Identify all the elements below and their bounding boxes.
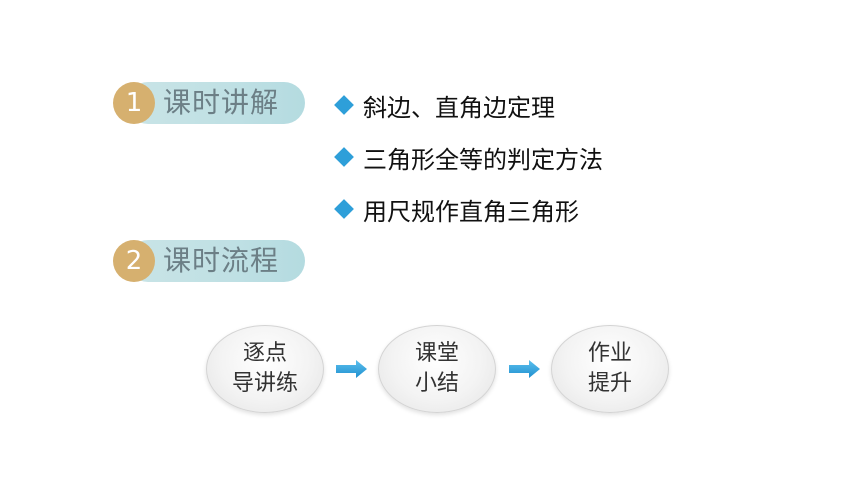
section-title: 课时流程 xyxy=(163,244,280,277)
section-2-process: 2 课时流程 xyxy=(113,240,305,282)
section-pill-background xyxy=(127,82,305,124)
flow-step-summary: 课堂 小结 xyxy=(378,325,496,413)
topic-text: 斜边、直角边定理 xyxy=(363,93,555,122)
section-number: 1 xyxy=(113,82,155,124)
topic-text: 用尺规作直角三角形 xyxy=(363,197,579,226)
flow-step-line: 逐点 xyxy=(242,341,287,366)
topic-item: 三角形全等的判定方法 xyxy=(333,140,603,174)
topic-item: 用尺规作直角三角形 xyxy=(333,192,579,226)
arrow-right-icon xyxy=(336,360,367,378)
flow-step-practice: 逐点 导讲练 xyxy=(206,325,324,413)
diamond-bullet-icon xyxy=(334,95,354,115)
section-1-lecture: 1 课时讲解 xyxy=(113,82,305,124)
section-number: 2 xyxy=(113,240,155,282)
flow-step-line: 小结 xyxy=(414,371,459,396)
flow-step-homework: 作业 提升 xyxy=(551,325,669,413)
section-title: 课时讲解 xyxy=(163,86,280,119)
flow-step-line: 作业 xyxy=(587,341,632,366)
topic-text: 三角形全等的判定方法 xyxy=(363,145,603,174)
flow-step-line: 导讲练 xyxy=(231,371,298,396)
section-pill-background xyxy=(127,240,305,282)
flow-step-line: 提升 xyxy=(587,371,632,396)
flow-step-line: 课堂 xyxy=(414,341,459,366)
diamond-bullet-icon xyxy=(334,199,354,219)
diamond-bullet-icon xyxy=(334,147,354,167)
topic-item: 斜边、直角边定理 xyxy=(333,88,555,122)
arrow-right-icon xyxy=(509,360,540,378)
